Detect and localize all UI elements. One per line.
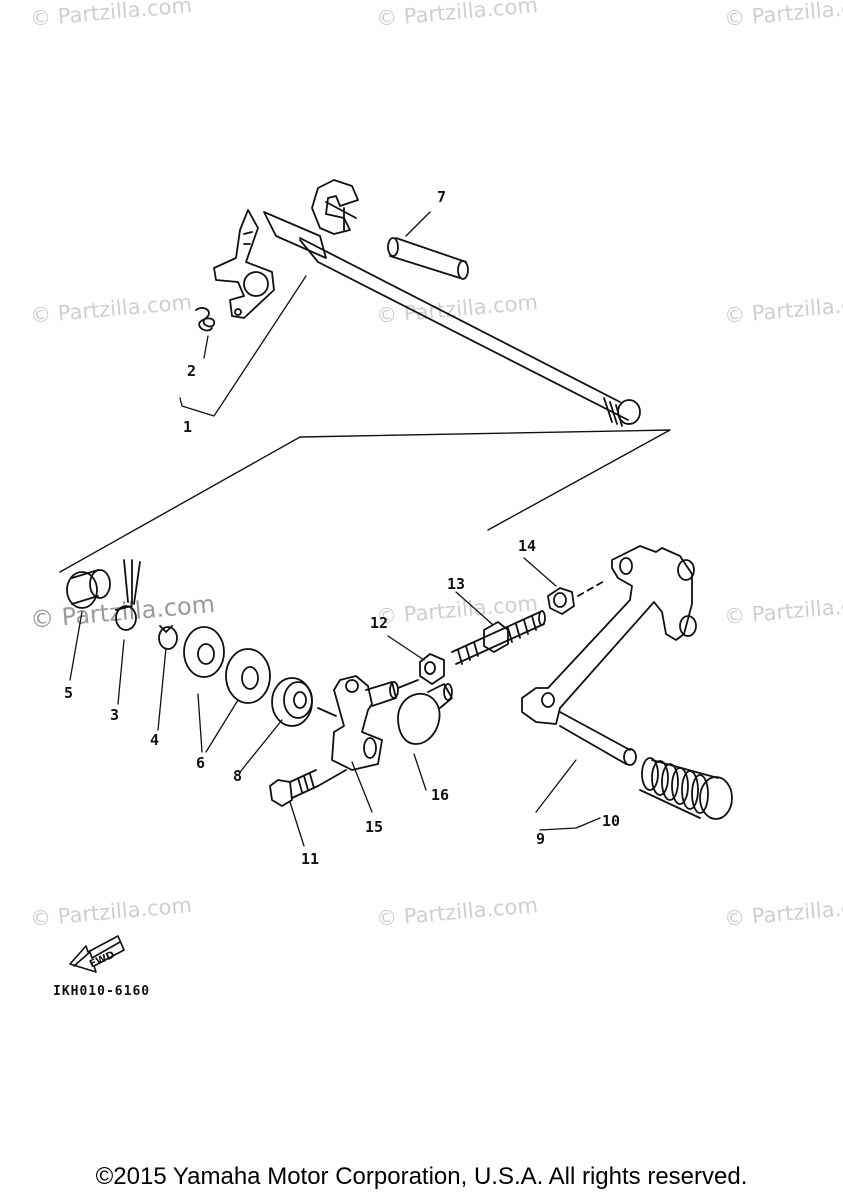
cotter-pin xyxy=(115,559,141,631)
fwd-arrow-icon: FWD xyxy=(69,935,125,973)
callout-5: 5 xyxy=(64,684,74,702)
callout-11: 11 xyxy=(301,850,320,868)
joint xyxy=(331,675,419,771)
adjuster-rod xyxy=(451,610,546,665)
callout-6: 6 xyxy=(196,754,206,772)
callout-3: 3 xyxy=(110,706,120,724)
leader-lines xyxy=(69,211,601,847)
callout-12: 12 xyxy=(370,614,389,632)
assembly-outline xyxy=(59,429,671,573)
callout-1: 1 xyxy=(183,418,193,436)
callout-4: 4 xyxy=(150,731,160,749)
shift-shaft xyxy=(213,179,641,427)
callout-14: 14 xyxy=(518,537,537,555)
bearing xyxy=(271,677,337,727)
pin xyxy=(387,237,469,280)
collar xyxy=(66,569,111,609)
spring xyxy=(195,306,216,332)
circlip xyxy=(158,625,178,650)
callout-15: 15 xyxy=(365,818,384,836)
washers xyxy=(183,626,271,704)
dust-cover xyxy=(397,683,453,745)
nut-small xyxy=(419,653,445,685)
shift-pedal xyxy=(521,545,697,766)
copyright-notice: ©2015 Yamaha Motor Corporation, U.S.A. A… xyxy=(95,1163,748,1190)
pedal-rubber xyxy=(639,757,733,820)
callout-7: 7 xyxy=(437,188,447,206)
bolt xyxy=(269,769,347,807)
callout-10: 10 xyxy=(602,812,621,830)
callout-13: 13 xyxy=(447,575,466,593)
callout-9: 9 xyxy=(536,830,546,848)
callout-2: 2 xyxy=(187,362,197,380)
callout-16: 16 xyxy=(431,786,450,804)
diagram-code: IKH010-6160 xyxy=(53,984,151,999)
callout-8: 8 xyxy=(233,767,243,785)
nut-large xyxy=(547,579,607,615)
